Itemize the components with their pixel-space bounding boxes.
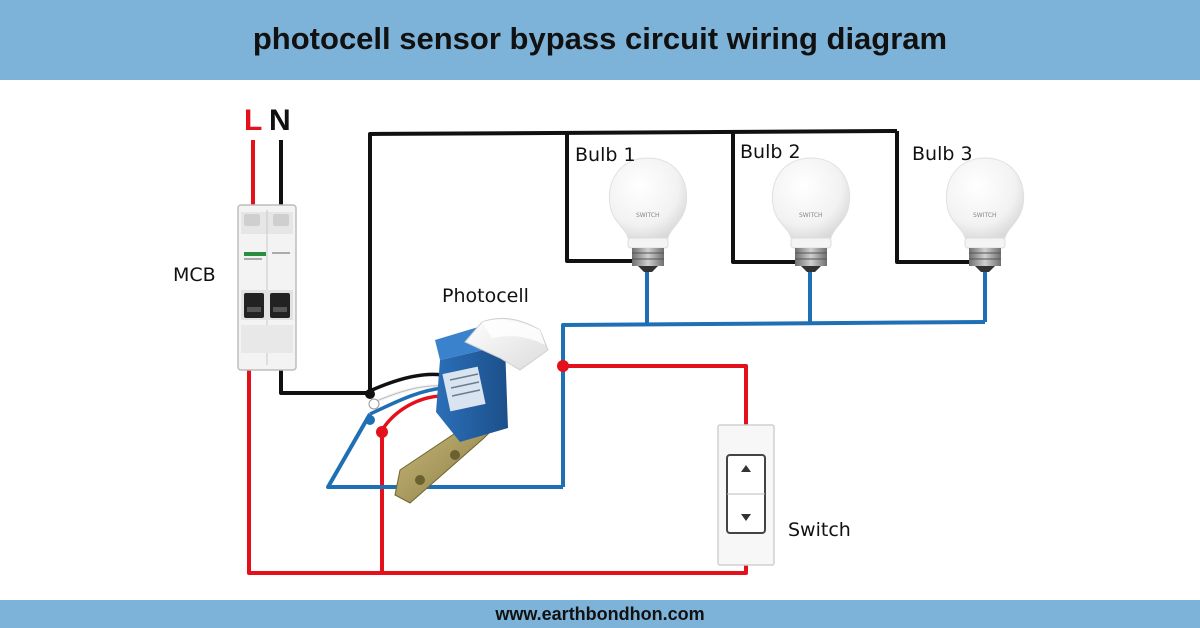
bulb-3: SWITCH <box>945 157 1025 272</box>
load-bus <box>561 320 986 487</box>
dot-white-junction <box>368 398 380 410</box>
bulb-2: SWITCH <box>771 157 851 272</box>
neutral-label: N <box>269 104 291 137</box>
wiring-diagram: L N MCB Photocell <box>173 104 1025 575</box>
neutral-bulb3-loop <box>895 131 975 264</box>
dot-red-junction <box>376 426 388 438</box>
neutral-wires <box>279 129 975 395</box>
photocell-output <box>326 413 563 489</box>
wall-switch <box>717 424 775 566</box>
header-bar: photocell sensor bypass circuit wiring d… <box>0 0 1200 80</box>
dot-load-junction <box>557 360 569 372</box>
svg-text:SWITCH: SWITCH <box>636 212 660 219</box>
bulb-2-label: Bulb 2 <box>740 141 801 163</box>
photocell-label: Photocell <box>442 285 529 307</box>
svg-text:SWITCH: SWITCH <box>799 212 823 219</box>
svg-text:SWITCH: SWITCH <box>973 212 997 219</box>
photocell-sensor <box>394 317 549 504</box>
mcb-label: MCB <box>173 264 216 286</box>
switch-label: Switch <box>788 519 851 541</box>
bulb-3-label: Bulb 3 <box>912 143 973 165</box>
bulb-1-label: Bulb 1 <box>575 144 636 166</box>
live-label: L <box>244 104 262 137</box>
page-title: photocell sensor bypass circuit wiring d… <box>252 21 948 56</box>
footer-url[interactable]: www.earthbondhon.com <box>495 604 705 624</box>
bulb-1: SWITCH <box>608 157 688 272</box>
dot-blue-junction <box>365 415 375 425</box>
neutral-bulb1-loop <box>565 134 640 263</box>
switch-to-load-bus <box>563 364 748 440</box>
neutral-bus <box>368 129 898 393</box>
footer-bar: www.earthbondhon.com <box>0 600 1200 628</box>
load-wires <box>326 271 987 489</box>
mcb <box>237 204 297 371</box>
neutral-bulb2-loop <box>731 133 805 264</box>
dot-neutral-junction <box>365 389 375 399</box>
photocell-leads <box>369 372 447 431</box>
